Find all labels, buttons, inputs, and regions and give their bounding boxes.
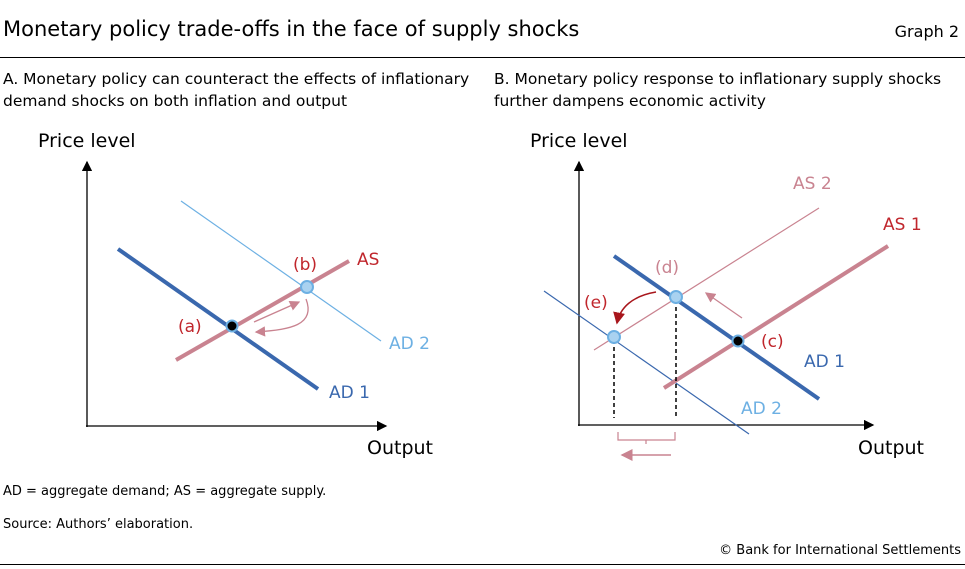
ad2-curve: [543, 290, 750, 435]
graph-number: Graph 2: [894, 22, 959, 41]
x-axis-label: Output: [367, 437, 433, 459]
label-ad2: AD 2: [741, 399, 782, 419]
ad1-curve: [116, 247, 320, 391]
ad2-curve: [180, 200, 382, 342]
label-e: (e): [584, 293, 608, 313]
panel-b-subtitle: B. Monetary policy response to inflation…: [494, 70, 942, 110]
label-a: (a): [178, 317, 202, 337]
point-e: [607, 330, 621, 344]
supply-shift-arrow: [704, 292, 743, 319]
copyright: © Bank for International Settlements: [719, 543, 961, 558]
label-as1: AS 1: [883, 215, 922, 235]
panel-b-chart: Price level Output (c) (d) (e) AS 2 AS 1…: [530, 130, 924, 461]
label-as: AS: [357, 250, 379, 270]
footnote: AD = aggregate demand; AS = aggregate su…: [3, 484, 327, 499]
label-ad1: AD 1: [804, 352, 845, 372]
as-curve: [175, 259, 350, 362]
panel-a-subtitle: A. Monetary policy can counteract the ef…: [3, 70, 470, 110]
y-axis-label: Price level: [38, 130, 136, 152]
label-c: (c): [761, 332, 784, 352]
point-c: [731, 334, 745, 348]
bottom-rule: [0, 564, 965, 565]
as2-curve: [593, 207, 820, 351]
top-rule: [0, 57, 965, 58]
label-ad1: AD 1: [329, 383, 370, 403]
label-b: (b): [293, 255, 317, 275]
policy-response-arrow: [613, 291, 657, 325]
graph-title: Monetary policy trade-offs in the face o…: [3, 17, 580, 41]
return-arrow: [254, 298, 309, 337]
as1-curve: [662, 244, 890, 390]
x-axis-label: Output: [858, 437, 924, 459]
point-a: [225, 319, 239, 333]
panel-a-chart: Price level Output (a) (b) AS AD 2 AD 1: [38, 130, 433, 459]
ad1-curve: [612, 254, 821, 401]
source-note: Source: Authors’ elaboration.: [3, 517, 194, 532]
point-b: [300, 280, 314, 294]
y-axis-label: Price level: [530, 130, 628, 152]
label-as2: AS 2: [793, 174, 832, 194]
label-ad2: AD 2: [389, 334, 430, 354]
output-loss-bracket: [617, 432, 676, 444]
label-d: (d): [655, 258, 679, 278]
point-d: [669, 290, 683, 304]
shift-arrow: [253, 300, 301, 323]
